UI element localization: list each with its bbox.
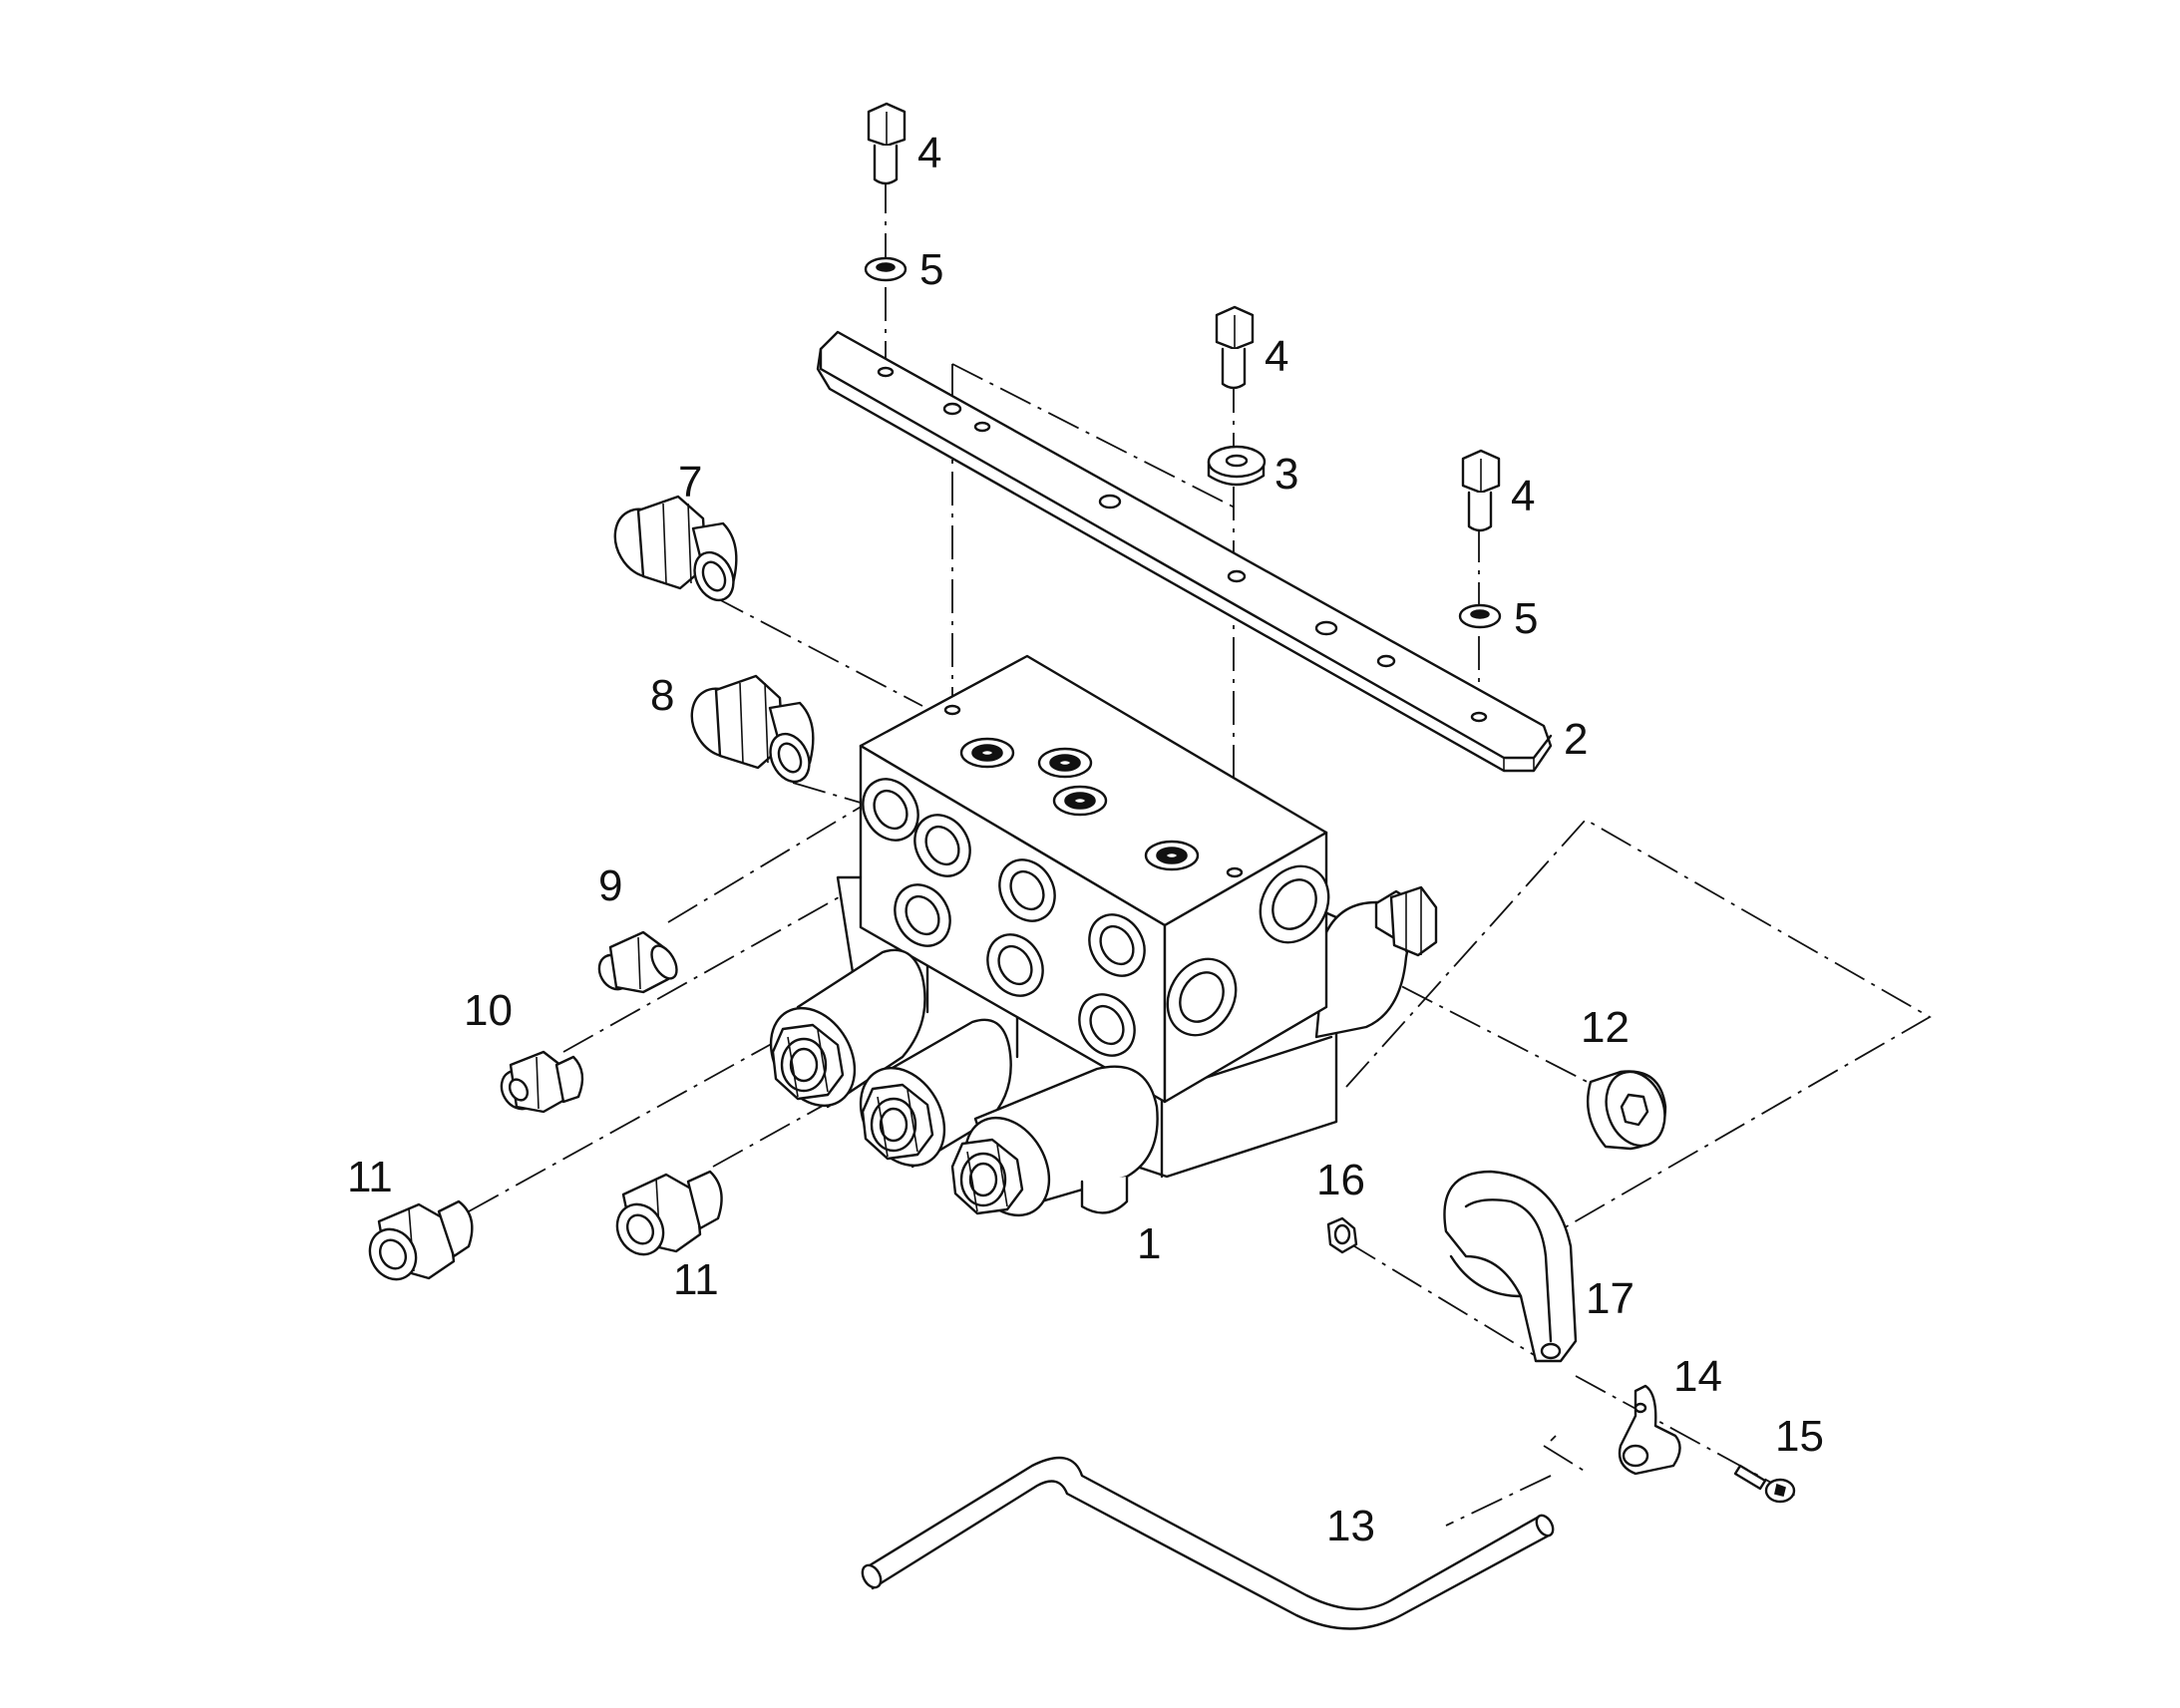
fitting-part-11-left bbox=[368, 1199, 474, 1281]
callout-12: 12 bbox=[1581, 1003, 1630, 1052]
fitting-part-7 bbox=[613, 495, 738, 602]
bolt-part-4-right bbox=[1461, 449, 1501, 532]
callout-11-right: 11 bbox=[673, 1255, 719, 1304]
callout-4-middle: 4 bbox=[1265, 332, 1288, 381]
callout-3: 3 bbox=[1274, 450, 1298, 499]
clip-part-14 bbox=[1618, 1384, 1681, 1476]
washer-part-3 bbox=[1207, 445, 1267, 487]
solenoid-right bbox=[950, 1065, 1159, 1217]
callout-13: 13 bbox=[1326, 1502, 1375, 1550]
bolt-part-4-middle bbox=[1215, 305, 1255, 390]
valve-block-part-1 bbox=[769, 654, 1438, 1217]
callout-17: 17 bbox=[1586, 1274, 1635, 1323]
fitting-part-11-right bbox=[615, 1170, 723, 1256]
rod-part-13 bbox=[861, 1456, 1555, 1630]
callout-labels: 1 2 3 4 4 4 5 5 7 8 9 10 11 11 12 13 14 … bbox=[347, 129, 1824, 1550]
callout-4-left: 4 bbox=[917, 129, 941, 177]
callout-15: 15 bbox=[1775, 1412, 1824, 1461]
callout-10: 10 bbox=[464, 986, 513, 1035]
callout-14: 14 bbox=[1673, 1352, 1722, 1401]
fitting-part-10 bbox=[500, 1050, 584, 1114]
plug-part-12 bbox=[1587, 1070, 1667, 1151]
callout-11-left: 11 bbox=[347, 1153, 393, 1201]
washer-part-5-right bbox=[1458, 603, 1502, 629]
callout-2: 2 bbox=[1564, 715, 1588, 764]
fitting-part-8 bbox=[690, 674, 815, 784]
nut-part-16 bbox=[1326, 1216, 1358, 1254]
callout-5-top: 5 bbox=[919, 245, 943, 294]
washer-part-5-top bbox=[864, 256, 908, 282]
solenoid-left bbox=[769, 948, 926, 1109]
bolt-part-4-left bbox=[867, 102, 907, 185]
callout-8: 8 bbox=[650, 671, 674, 720]
callout-1: 1 bbox=[1137, 1219, 1161, 1268]
mounting-bar-part-2 bbox=[816, 330, 1553, 773]
callout-4-right: 4 bbox=[1511, 472, 1535, 520]
clamp-part-17 bbox=[1443, 1170, 1578, 1363]
callout-7: 7 bbox=[678, 458, 702, 507]
fitting-part-9 bbox=[597, 930, 678, 994]
callout-5-right: 5 bbox=[1514, 594, 1538, 643]
callout-16: 16 bbox=[1316, 1156, 1365, 1204]
callout-9: 9 bbox=[598, 861, 622, 910]
screw-part-15 bbox=[1733, 1464, 1796, 1504]
